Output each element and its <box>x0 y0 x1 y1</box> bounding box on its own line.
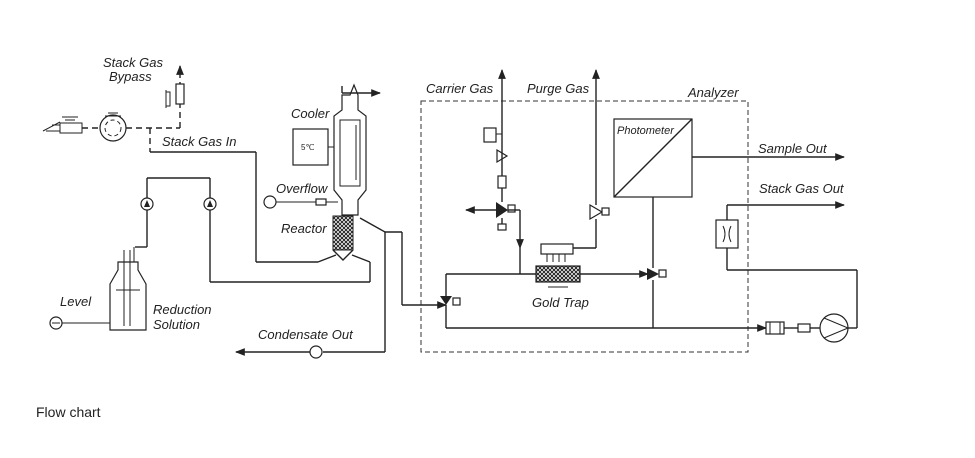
stack-gas-pump-icon <box>99 114 127 142</box>
reduction-solution-label-2: Solution <box>153 317 200 332</box>
reactor-column <box>332 83 367 251</box>
stack-gas-bypass-label: Stack Gas <box>103 55 163 70</box>
carrier-valve-icon <box>496 202 516 218</box>
level-sensor-icon <box>49 316 110 330</box>
carrier-gas-regulator-icon <box>483 127 509 164</box>
reduction-solution-bottle <box>109 247 147 331</box>
sample-out-label: Sample Out <box>758 141 828 156</box>
stack-gas-out-filter-icon <box>715 219 739 249</box>
analyzer-pump-icon <box>819 313 850 343</box>
reactor-label: Reactor <box>281 221 327 236</box>
purge-valve-icon <box>589 203 610 221</box>
stack-gas-intake: Stack Gas Bypass <box>42 55 185 152</box>
purge-gas-label: Purge Gas <box>527 81 590 96</box>
cooler-box <box>292 128 329 166</box>
inlet-valve-icon <box>440 296 461 306</box>
photometer-valve-icon <box>647 268 667 280</box>
overflow-icon <box>263 195 277 209</box>
reactor-packing <box>332 215 354 251</box>
cooler-label: Cooler <box>291 106 330 121</box>
stack-gas-in-line <box>146 151 318 263</box>
carrier-gas-label: Carrier Gas <box>426 81 494 96</box>
condensate-pump-icon <box>309 345 323 359</box>
gold-trap-label: Gold Trap <box>532 295 589 310</box>
outlet-filter-icon <box>765 321 785 335</box>
level-label: Level <box>60 294 92 309</box>
reduction-solution-label: Reduction <box>153 302 212 317</box>
analyzer-label: Analyzer <box>687 85 739 100</box>
figure-caption: Flow chart <box>36 404 101 420</box>
carrier-flow-icon <box>497 175 507 189</box>
reagent-pump-1-icon <box>140 197 154 211</box>
photometer-label: Photometer <box>617 125 675 137</box>
analyzer-enclosure <box>420 100 749 353</box>
reagent-pump-2-icon <box>203 197 217 211</box>
overflow-label: Overflow <box>276 181 329 196</box>
outlet-flow-icon <box>797 323 811 333</box>
condensate-out-label: Condensate Out <box>258 327 354 342</box>
gold-trap-heater <box>540 243 574 255</box>
stack-gas-out-label: Stack Gas Out <box>759 181 845 196</box>
stack-gas-in-label: Stack Gas In <box>162 134 236 149</box>
stack-gas-bypass-label-2: Bypass <box>109 69 152 84</box>
cooler-temp-label: 5℃ <box>301 143 314 152</box>
bypass-filter-icon <box>175 83 185 105</box>
gold-trap <box>535 265 581 283</box>
